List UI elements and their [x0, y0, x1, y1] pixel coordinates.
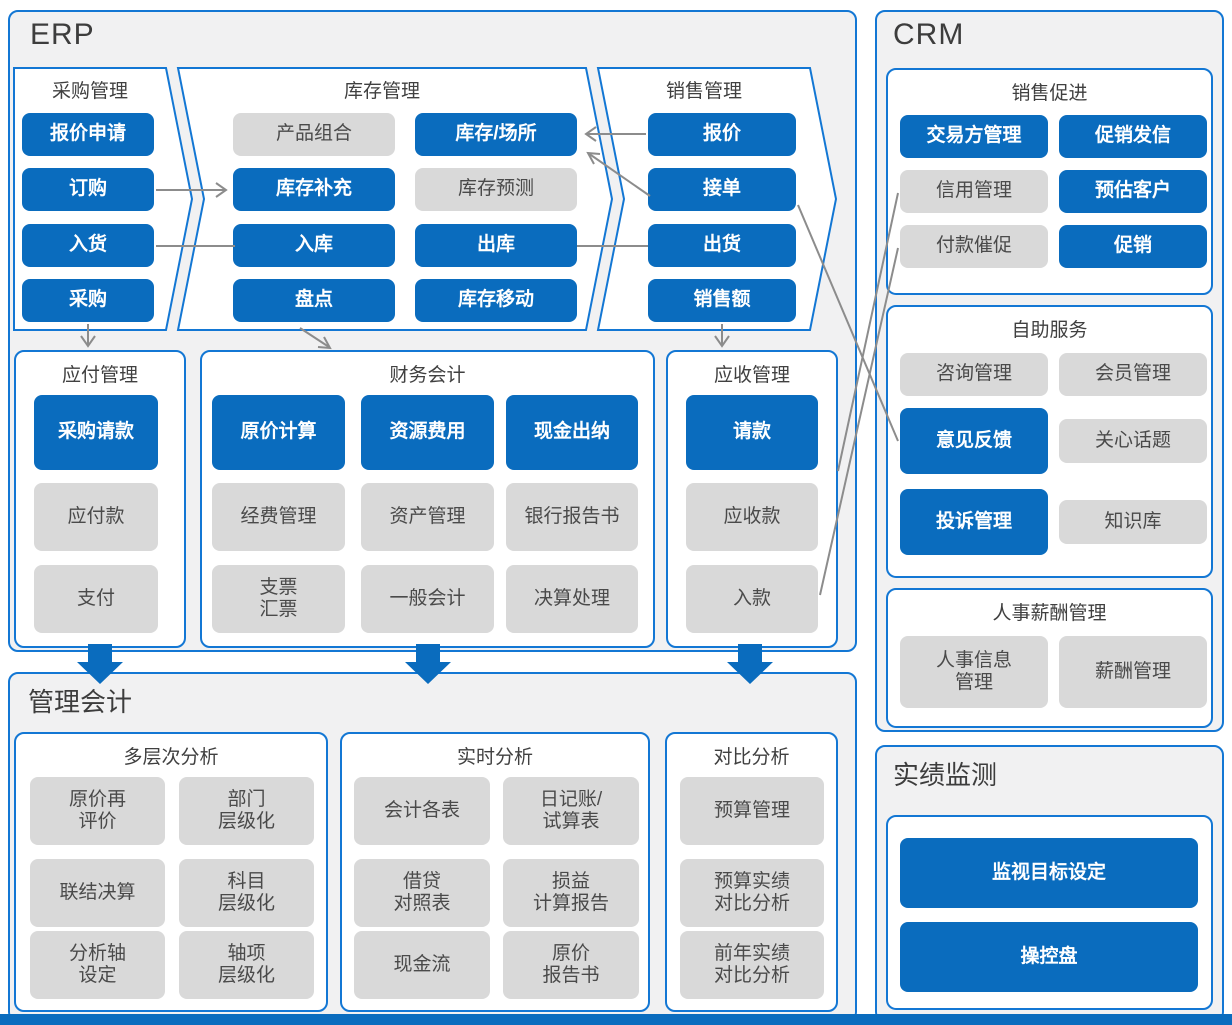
node-crm-selfservice-col1-2: 投诉管理: [900, 489, 1048, 555]
node-erp-accounting-col3-0: 现金出纳: [506, 395, 638, 470]
node-erp-sales-items-3: 销售额: [648, 279, 796, 322]
payable-title: 应付管理: [61, 365, 138, 386]
node-management-comparison-items-1: 预算实绩 对比分析: [680, 859, 824, 927]
node-crm-selfservice-col1-0: 咨询管理: [900, 353, 1048, 396]
financial-accounting-title: 财务会计: [389, 365, 466, 386]
node-crm-promotion-col1-1: 信用管理: [900, 170, 1048, 213]
node-erp-inventory-col2-1: 库存预测: [415, 168, 577, 211]
node-erp-accounting-col2-2: 一般会计: [361, 565, 494, 633]
node-management-realtime-col1-0: 会计各表: [354, 777, 490, 845]
performance-monitoring-title: 实绩监测: [893, 760, 998, 790]
node-erp-accounting-col3-2: 决算处理: [506, 565, 638, 633]
node-erp-inventory-col2-2: 出库: [415, 224, 577, 267]
node-erp-inventory-col1-0: 产品组合: [233, 113, 395, 156]
node-management-multilayer-col2-0: 部门 层级化: [179, 777, 314, 845]
hr-payroll-title: 人事薪酬管理: [992, 603, 1107, 624]
node-erp-receivable-items-0: 请款: [686, 395, 818, 470]
node-erp-payable-items-1: 应付款: [34, 483, 158, 551]
erp-panel-title: ERP: [30, 18, 95, 51]
node-erp-accounting-col1-2: 支票 汇票: [212, 565, 345, 633]
node-erp-procurement-items-1: 订购: [22, 168, 154, 211]
node-management-realtime-col2-1: 损益 计算报告: [503, 859, 639, 927]
procurement-title: 采购管理: [51, 81, 128, 102]
node-erp-procurement-items-2: 入货: [22, 224, 154, 267]
node-erp-accounting-col1-0: 原价计算: [212, 395, 345, 470]
sales-promotion-title: 销售促进: [1011, 83, 1088, 104]
node-crm-selfservice-col2-2: 知识库: [1059, 500, 1207, 544]
node-management-realtime-col1-1: 借贷 对照表: [354, 859, 490, 927]
crm-panel-title: CRM: [893, 18, 965, 51]
node-erp-inventory-col1-3: 盘点: [233, 279, 395, 322]
node-erp-inventory-col1-1: 库存补充: [233, 168, 395, 211]
node-erp-sales-items-2: 出货: [648, 224, 796, 267]
node-crm-promotion-col1-0: 交易方管理: [900, 115, 1048, 158]
multilayer-analysis-title: 多层次分析: [123, 747, 219, 768]
node-crm-promotion-col1-2: 付款催促: [900, 225, 1048, 268]
node-management-comparison-items-2: 前年实绩 对比分析: [680, 931, 824, 999]
inventory-title: 库存管理: [343, 81, 420, 102]
node-erp-accounting-col2-1: 资产管理: [361, 483, 494, 551]
bottom-accent-bar: [0, 1014, 1232, 1025]
node-monitoring-items-0: 监视目标设定: [900, 838, 1198, 908]
node-management-comparison-items-0: 预算管理: [680, 777, 824, 845]
node-erp-inventory-col2-3: 库存移动: [415, 279, 577, 322]
node-crm-selfservice-col2-1: 关心话题: [1059, 419, 1207, 463]
node-erp-inventory-col2-0: 库存/场所: [415, 113, 577, 156]
node-management-multilayer-col1-0: 原价再 评价: [30, 777, 165, 845]
node-management-realtime-col2-2: 原价 报告书: [503, 931, 639, 999]
sales-title: 销售管理: [665, 81, 742, 102]
node-management-multilayer-col1-1: 联结决算: [30, 859, 165, 927]
node-crm-hr-items-0: 人事信息 管理: [900, 636, 1048, 708]
node-management-multilayer-col1-2: 分析轴 设定: [30, 931, 165, 999]
node-erp-sales-items-1: 接单: [648, 168, 796, 211]
node-erp-receivable-items-2: 入款: [686, 565, 818, 633]
node-crm-selfservice-col1-1: 意见反馈: [900, 408, 1048, 474]
node-erp-procurement-items-3: 采购: [22, 279, 154, 322]
management-accounting-title: 管理会计: [28, 687, 133, 717]
node-crm-hr-items-1: 薪酬管理: [1059, 636, 1207, 708]
node-erp-procurement-items-0: 报价申请: [22, 113, 154, 156]
node-erp-accounting-col2-0: 资源费用: [361, 395, 494, 470]
node-erp-sales-items-0: 报价: [648, 113, 796, 156]
node-erp-payable-items-2: 支付: [34, 565, 158, 633]
node-management-multilayer-col2-1: 科目 层级化: [179, 859, 314, 927]
node-erp-accounting-col1-1: 经费管理: [212, 483, 345, 551]
self-service-title: 自助服务: [1011, 320, 1088, 341]
node-management-multilayer-col2-2: 轴项 层级化: [179, 931, 314, 999]
node-crm-selfservice-col2-0: 会员管理: [1059, 353, 1207, 396]
node-erp-payable-items-0: 采购请款: [34, 395, 158, 470]
node-crm-promotion-col2-0: 促销发信: [1059, 115, 1207, 158]
receivable-title: 应收管理: [713, 365, 790, 386]
node-crm-promotion-col2-1: 预估客户: [1059, 170, 1207, 213]
realtime-analysis-title: 实时分析: [456, 747, 533, 768]
node-monitoring-items-1: 操控盘: [900, 922, 1198, 992]
comparison-analysis-title: 对比分析: [713, 747, 790, 768]
node-management-realtime-col1-2: 现金流: [354, 931, 490, 999]
node-management-realtime-col2-0: 日记账/ 试算表: [503, 777, 639, 845]
node-erp-inventory-col1-2: 入库: [233, 224, 395, 267]
node-erp-accounting-col3-1: 银行报告书: [506, 483, 638, 551]
node-crm-promotion-col2-2: 促销: [1059, 225, 1207, 268]
node-erp-receivable-items-1: 应收款: [686, 483, 818, 551]
